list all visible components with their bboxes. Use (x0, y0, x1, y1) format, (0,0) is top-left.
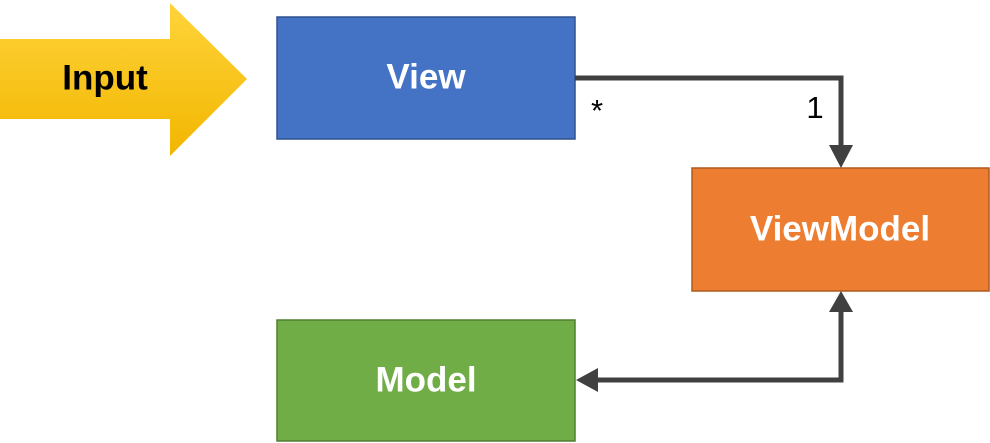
model-rect (276, 319, 576, 442)
multiplicity-view-end: * (591, 93, 603, 128)
view-box: View (276, 16, 576, 140)
viewmodel-rect (691, 167, 990, 292)
view-viewmodel-line (575, 75, 844, 148)
model-box: Model (276, 319, 576, 442)
view-label: View (386, 57, 466, 96)
input-arrow: Input (0, 3, 247, 156)
model-arrowhead (576, 368, 598, 392)
model-label: Model (375, 360, 476, 399)
multiplicity-viewmodel-end: 1 (806, 90, 823, 125)
viewmodel-model-line (597, 310, 844, 383)
view-to-viewmodel-connector (575, 75, 853, 168)
viewmodel-bottom-arrowhead (829, 291, 853, 312)
viewmodel-label: ViewModel (750, 209, 930, 248)
viewmodel-box: ViewModel (691, 167, 990, 292)
viewmodel-arrowhead (829, 145, 853, 168)
viewmodel-to-model-connector (576, 291, 853, 392)
input-label: Input (62, 58, 148, 97)
input-arrow-shape (0, 3, 247, 156)
